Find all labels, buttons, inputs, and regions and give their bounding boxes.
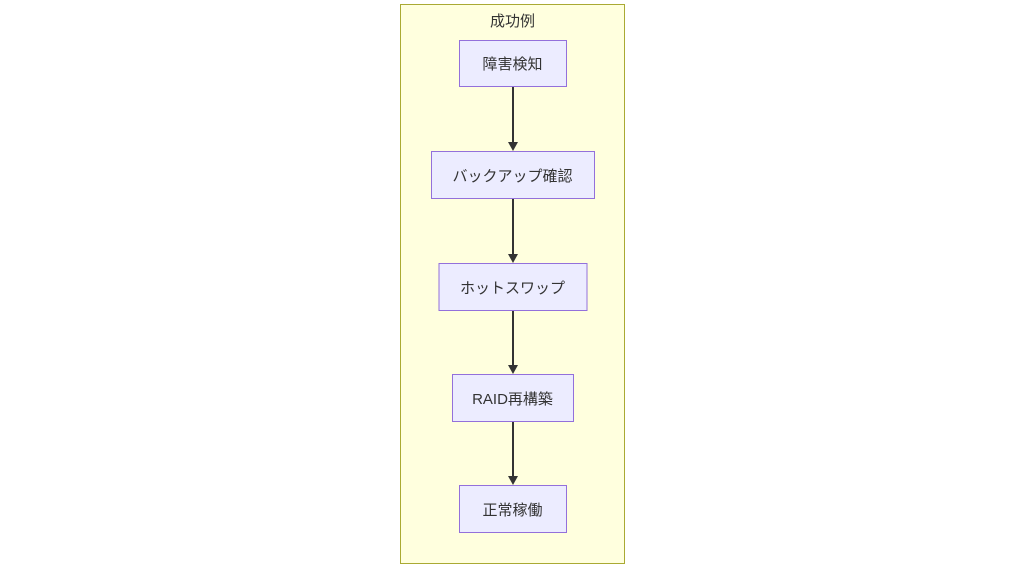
arrowhead-down-icon [507,476,518,485]
arrow-shaft [511,422,514,476]
arrow-shaft [511,87,514,142]
flow-node-raid-rebuild: RAID再構築 [451,374,574,422]
arrow-shaft [511,199,514,254]
arrowhead-down-icon [507,365,518,374]
flow-node-label: バックアップ確認 [452,167,573,185]
flow-node-normal-operation: 正常稼働 [458,485,567,533]
subgraph-success-example: 成功例 障害検知 バックアップ確認 ホットスワップ RAID再構築 [400,4,625,564]
flow-node-label: 正常稼働 [482,501,543,519]
flow-arrow-3 [507,311,518,374]
flow-arrow-1 [507,87,518,151]
flow-node-label: 障害検知 [482,56,543,73]
flow-node-label: RAID再構築 [472,390,553,408]
flow-node-label: ホットスワップ [459,279,565,297]
arrow-shaft [511,311,514,365]
subgraph-title: 成功例 [489,13,535,30]
flow-node-hot-swap: ホットスワップ [438,263,587,311]
flow-node-backup-confirmation: バックアップ確認 [430,151,595,199]
arrowhead-down-icon [507,254,518,263]
flow-node-failure-detection: 障害検知 [458,40,567,87]
arrowhead-down-icon [507,142,518,151]
flow-arrow-4 [507,422,518,485]
flow-arrow-2 [507,199,518,263]
